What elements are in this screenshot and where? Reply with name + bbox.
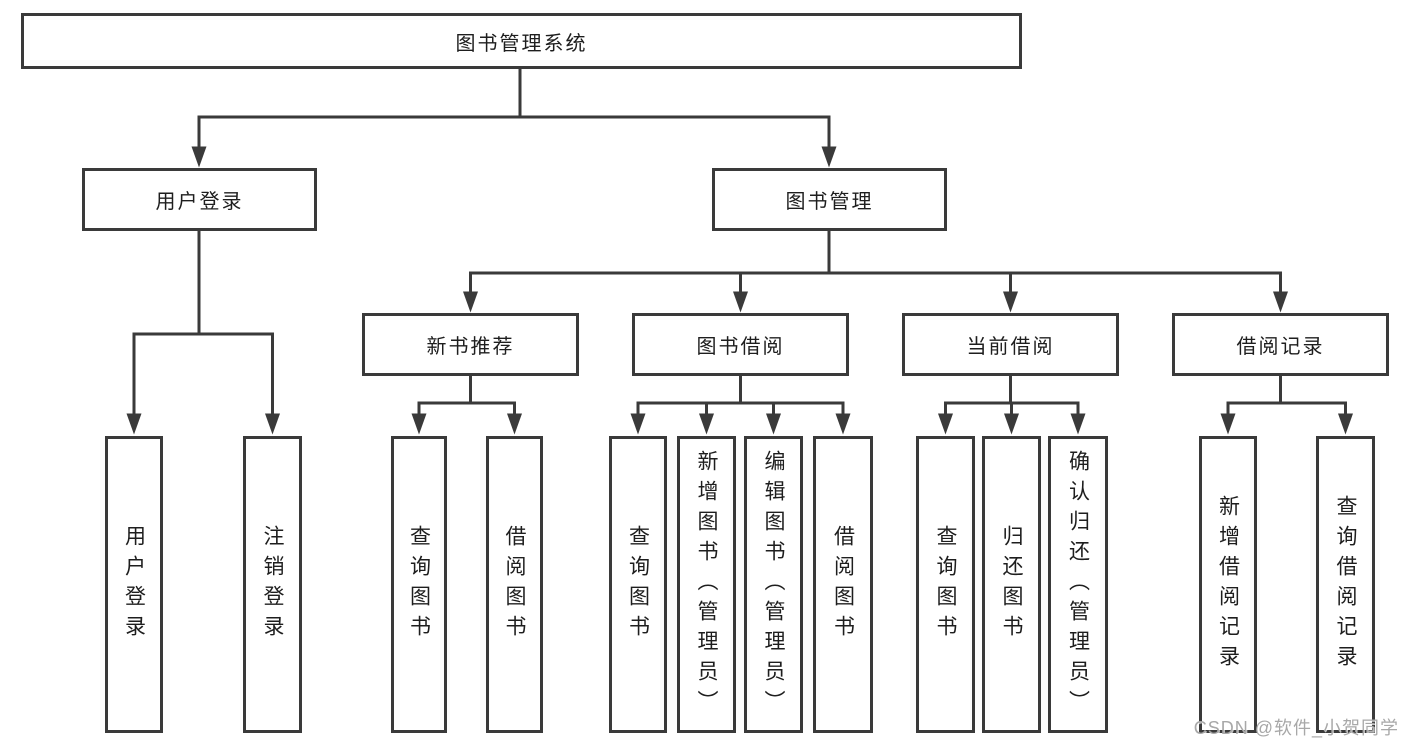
node-new-book-recommendation: 新书推荐 — [362, 313, 579, 376]
leaf-query-books: 查询图书 — [916, 436, 975, 733]
leaf-logout: 注销登录 — [243, 436, 302, 733]
node-user-login: 用户登录 — [82, 168, 317, 231]
leaf-return-book: 归还图书 — [982, 436, 1041, 733]
leaf-borrow-books: 借阅图书 — [813, 436, 873, 733]
leaf-add-borrow-record: 新增借阅记录 — [1199, 436, 1257, 733]
node-book-management: 图书管理 — [712, 168, 947, 231]
leaf-query-books: 查询图书 — [609, 436, 667, 733]
node-current-borrowing: 当前借阅 — [902, 313, 1119, 376]
node-library-management-system: 图书管理系统 — [21, 13, 1022, 69]
leaf-edit-book-admin: 编辑图书（管理员） — [744, 436, 803, 733]
leaf-user-login: 用户登录 — [105, 436, 163, 733]
leaf-confirm-return-admin: 确认归还（管理员） — [1048, 436, 1108, 733]
node-book-borrowing: 图书借阅 — [632, 313, 849, 376]
leaf-borrow-books: 借阅图书 — [486, 436, 543, 733]
leaf-query-books: 查询图书 — [391, 436, 447, 733]
node-borrowing-records: 借阅记录 — [1172, 313, 1389, 376]
leaf-add-book-admin: 新增图书（管理员） — [677, 436, 736, 733]
leaf-query-borrow-record: 查询借阅记录 — [1316, 436, 1375, 733]
csdn-watermark: CSDN @软件_小贺同学 — [1193, 718, 1399, 738]
